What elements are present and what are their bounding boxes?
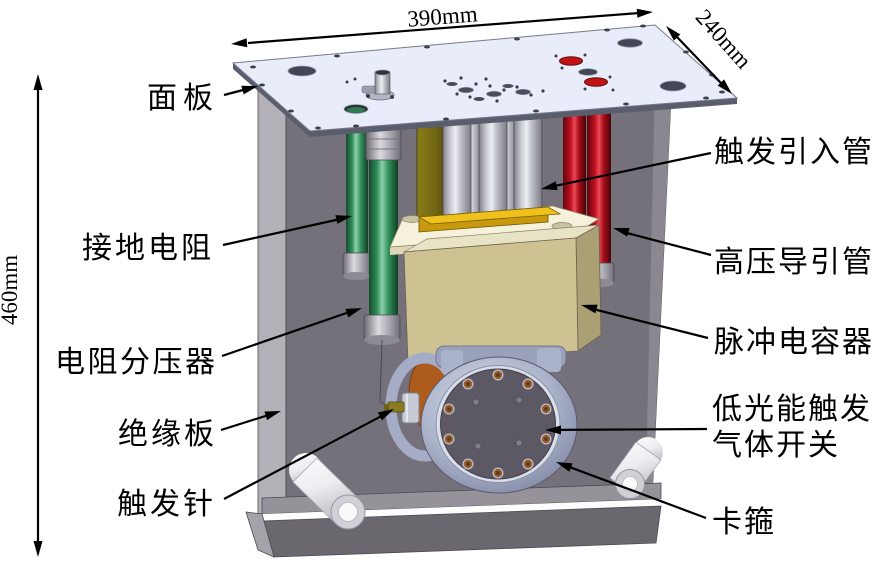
dim-390-text: 390mm (406, 1, 478, 31)
label-grounding-resistor: 接地电阻 (82, 232, 214, 265)
base-left-slant (245, 511, 275, 558)
trigger-pin-washers (401, 392, 420, 424)
leader-hv-guide-tube (613, 228, 712, 257)
grounding-resistor-tube (342, 112, 371, 280)
bus-bar (417, 206, 562, 233)
panel-center-holes (443, 76, 545, 103)
leader-lines (220, 85, 712, 520)
top-panel (231, 24, 739, 137)
dimension-390: 390mm (231, 1, 653, 48)
label-insulation-board: 绝缘板 (118, 418, 217, 451)
silver-tube-front-3 (513, 105, 543, 221)
support-roller-left (289, 453, 366, 530)
panel-large-holes (287, 38, 687, 114)
switch-lug-right (537, 348, 561, 372)
label-gas-switch-line1: 低光能触发 (712, 393, 872, 426)
label-pulse-capacitor: 脉冲电容器 (714, 326, 874, 359)
green-tube-back (346, 112, 368, 262)
label-trigger-pin: 触发针 (117, 488, 216, 521)
switch-face (440, 368, 556, 480)
leader-trigger-inlet-tube (541, 151, 712, 191)
divider-resistor-tube (363, 118, 402, 345)
label-clamp: 卡箍 (712, 506, 776, 539)
dim-460-arrow-bottom (33, 541, 43, 557)
dim-240-arrow-top (666, 26, 681, 41)
dim-460-text: 460mm (0, 255, 22, 325)
panel-screw-dots (250, 24, 725, 130)
leader-grounding-resistor (222, 215, 352, 247)
capacitor-right-side (575, 224, 602, 352)
gas-switch (384, 345, 578, 494)
leader-panel (223, 85, 258, 97)
label-panel: 面板 (147, 82, 219, 115)
dim-240-arrow-bottom (717, 79, 732, 94)
green-tube-back-cap-bottom (343, 272, 370, 280)
green-tube-collar (365, 128, 402, 161)
trigger-inlet-tubes (442, 105, 543, 227)
dim-390-line (247, 11, 640, 45)
leader-pulse-capacitor (581, 304, 709, 340)
dim-390-arrow-right (636, 8, 653, 18)
leader-gas-switch (545, 425, 708, 435)
label-resistor-divider: 电阻分压器 (55, 346, 218, 379)
dimension-460: 460mm (0, 74, 43, 557)
panel-connector-pin (345, 69, 395, 101)
leader-trigger-pin (223, 409, 394, 500)
label-trigger-inlet-tube: 触发引入管 (714, 136, 874, 169)
label-gas-switch-line2: 气体开关 (712, 429, 840, 462)
leader-insulation-board (220, 411, 281, 432)
panel-red-ports (554, 53, 615, 92)
insulation-board-right-edge (645, 80, 672, 520)
support-roller-right (609, 437, 663, 499)
panel-edge-band (233, 63, 737, 137)
switch-bolts (443, 369, 552, 479)
part-labels: 面板 接地电阻 电阻分压器 绝缘板 触发针 触发引入管 高压导引管 脉冲电容器 … (55, 82, 874, 539)
leader-clamp (556, 462, 707, 520)
label-hv-guide-tube: 高压导引管 (714, 246, 874, 279)
capacitor-front (403, 237, 579, 363)
dim-390-arrow-left (231, 38, 248, 48)
roller-left-bore (338, 502, 358, 522)
trigger-pin-part (384, 392, 420, 424)
trigger-pin-tip (384, 404, 389, 411)
pulse-capacitor-body (403, 224, 602, 363)
dim-240-line (676, 36, 722, 84)
bus-bar-top (417, 206, 562, 225)
insulation-board-left-edge (257, 75, 287, 521)
dim-460-arrow-top (33, 74, 43, 90)
leader-resistor-divider (221, 308, 362, 358)
switch-small-holes (472, 396, 523, 450)
